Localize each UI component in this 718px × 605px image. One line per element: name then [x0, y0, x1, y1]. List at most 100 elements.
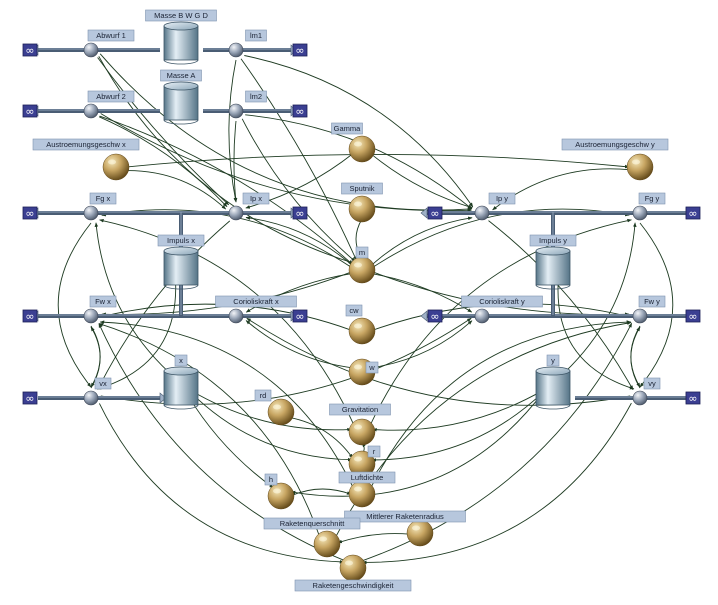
link-x-to-h [187, 395, 274, 489]
svg-text:∞: ∞ [25, 105, 34, 118]
svg-text:∞: ∞ [430, 310, 439, 323]
svg-text:Impuls y: Impuls y [539, 236, 567, 245]
svg-text:Gamma: Gamma [334, 124, 362, 133]
stock-x[interactable] [163, 366, 199, 410]
flow-valve-fgx[interactable] [83, 205, 99, 221]
stock-label-masse_bwgd: Masse B W G D [145, 9, 217, 22]
converter-label-grav: Gravitation [329, 403, 391, 416]
converter-rd[interactable] [267, 398, 295, 426]
converter-ausy[interactable] [626, 153, 654, 181]
cloud-sink-icon: ∞ [427, 206, 443, 220]
converter-gamma[interactable] [348, 135, 376, 163]
flow-valve-lm1[interactable] [228, 42, 244, 58]
svg-text:∞: ∞ [295, 105, 304, 118]
converter-ausx[interactable] [102, 153, 130, 181]
link-impuls_y-to-vy [557, 276, 635, 390]
svg-text:Masse B W G D: Masse B W G D [154, 11, 208, 20]
flow-valve-vx[interactable] [83, 390, 99, 406]
converter-grav[interactable] [348, 418, 376, 446]
stock-impuls_y[interactable] [535, 246, 571, 290]
link-lm2-to-ipx [233, 120, 238, 203]
flow-label-fwx: Fw x [89, 295, 117, 308]
link-lm1-to-ipy [244, 55, 474, 208]
node-layer: ∞∞∞∞∞∞∞∞∞∞∞∞∞∞ [22, 21, 701, 582]
link-m-to-fwx [101, 271, 353, 317]
link-abwurf1-to-ipx [97, 57, 230, 206]
link-m-to-fgx [101, 209, 353, 269]
converter-radius[interactable] [406, 519, 434, 547]
stock-impuls_x[interactable] [163, 246, 199, 290]
link-vy-to-speed [362, 402, 632, 565]
flow-label-fwy: Fw y [638, 295, 666, 308]
cloud-sink-icon: ∞ [685, 391, 701, 405]
converter-sputnik[interactable] [348, 195, 376, 223]
flow-valve-abwurf2[interactable] [83, 103, 99, 119]
flow-label-ipx: Ip x [242, 192, 270, 205]
link-x-to-grav [190, 390, 352, 432]
link-grav-to-fgy [369, 218, 632, 426]
stock-y[interactable] [535, 366, 571, 410]
flow-valve-fgy[interactable] [632, 205, 648, 221]
converter-label-ausy: Austroemungsgeschw y [561, 138, 669, 151]
svg-text:Ip y: Ip y [496, 194, 508, 203]
link-x-to-r [189, 391, 353, 462]
converter-m[interactable] [348, 256, 376, 284]
svg-text:Impuls x: Impuls x [167, 236, 195, 245]
svg-text:Corioliskraft y: Corioliskraft y [479, 297, 525, 306]
link-lm1-to-m [240, 58, 357, 261]
link-speed-to-fwy [360, 322, 633, 562]
flow-valve-ipx[interactable] [228, 205, 244, 221]
stock-masse_a[interactable] [163, 81, 199, 125]
flow-valve-ipy[interactable] [474, 205, 490, 221]
flow-valve-lm2[interactable] [228, 103, 244, 119]
converter-label-quer: Raketenquerschnitt [263, 517, 361, 530]
svg-text:∞: ∞ [295, 44, 304, 57]
flow-label-abwurf1: Abwurf 1 [87, 29, 135, 42]
flow-valve-fwx[interactable] [83, 308, 99, 324]
link-gamma-to-ipy [370, 153, 473, 209]
converter-luft[interactable] [348, 480, 376, 508]
svg-text:Abwurf 1: Abwurf 1 [96, 31, 126, 40]
stock-label-x: x [174, 354, 188, 367]
cloud-sink-icon: ∞ [22, 43, 38, 57]
link-vx-to-coriolisy [100, 317, 472, 405]
flow-arrowhead [159, 392, 167, 404]
link-luft-to-fwy [369, 320, 632, 489]
svg-text:Mittlerer Raketenradius: Mittlerer Raketenradius [366, 512, 444, 521]
link-m-to-fwy [371, 271, 630, 317]
converter-label-r: r [367, 445, 381, 458]
link-y-to-fgy [557, 222, 637, 380]
svg-text:∞: ∞ [295, 310, 304, 323]
flow-valve-fwy[interactable] [632, 308, 648, 324]
converter-label-w: w [365, 361, 379, 374]
flow-valve-coriolisy[interactable] [474, 308, 490, 324]
svg-text:rd: rd [260, 391, 267, 400]
svg-text:Raketenquerschnitt: Raketenquerschnitt [280, 519, 346, 528]
link-y-to-r [371, 391, 545, 462]
flow-valve-coriolisx[interactable] [228, 308, 244, 324]
flow-valve-vy[interactable] [632, 390, 648, 406]
converter-label-sputnik: Sputnik [341, 182, 383, 195]
cloud-sink-icon: ∞ [427, 309, 443, 323]
stock-label-masse_a: Masse A [160, 69, 202, 82]
link-rd-to-r [289, 416, 354, 459]
converter-speed[interactable] [339, 554, 367, 582]
link-y-to-h [290, 391, 545, 497]
svg-text:Austroemungsgeschw y: Austroemungsgeschw y [575, 140, 655, 149]
flow-valve-abwurf1[interactable] [83, 42, 99, 58]
svg-text:Fw y: Fw y [644, 297, 660, 306]
cloud-sink-icon: ∞ [292, 206, 308, 220]
svg-text:∞: ∞ [295, 207, 304, 220]
svg-text:m: m [359, 248, 365, 257]
svg-text:Fg x: Fg x [96, 194, 111, 203]
converter-quer[interactable] [313, 530, 341, 558]
flow-arrowhead [420, 207, 428, 219]
stock-masse_bwgd[interactable] [163, 21, 199, 65]
converter-label-cw: cw [345, 304, 363, 317]
svg-text:Fg y: Fg y [645, 194, 660, 203]
converter-cw[interactable] [348, 317, 376, 345]
cloud-sink-icon: ∞ [22, 206, 38, 220]
converter-h[interactable] [267, 482, 295, 510]
flow-arrowhead [420, 310, 428, 322]
converter-label-m: m [355, 246, 369, 259]
